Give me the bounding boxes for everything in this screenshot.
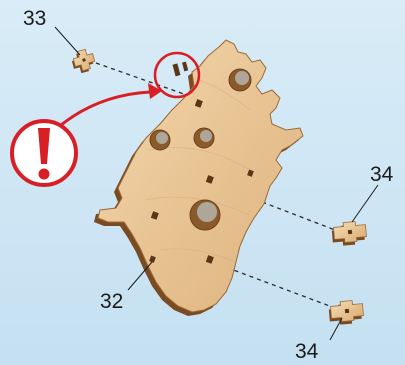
warning-exclamation-icon [12,121,76,185]
heart-plate [98,40,303,312]
leader-34-upper [352,185,378,222]
label-part-33: 33 [23,7,46,31]
part-34-connector-upper [331,221,367,247]
part-33-connector [70,48,97,75]
label-part-32: 32 [100,290,123,314]
notch-detail [173,62,189,77]
part-34-connector-lower [328,300,364,326]
leader-33 [55,27,80,55]
curved-arrow [55,92,150,130]
label-part-34-lower: 34 [295,340,318,364]
label-part-34-upper: 34 [370,163,393,187]
